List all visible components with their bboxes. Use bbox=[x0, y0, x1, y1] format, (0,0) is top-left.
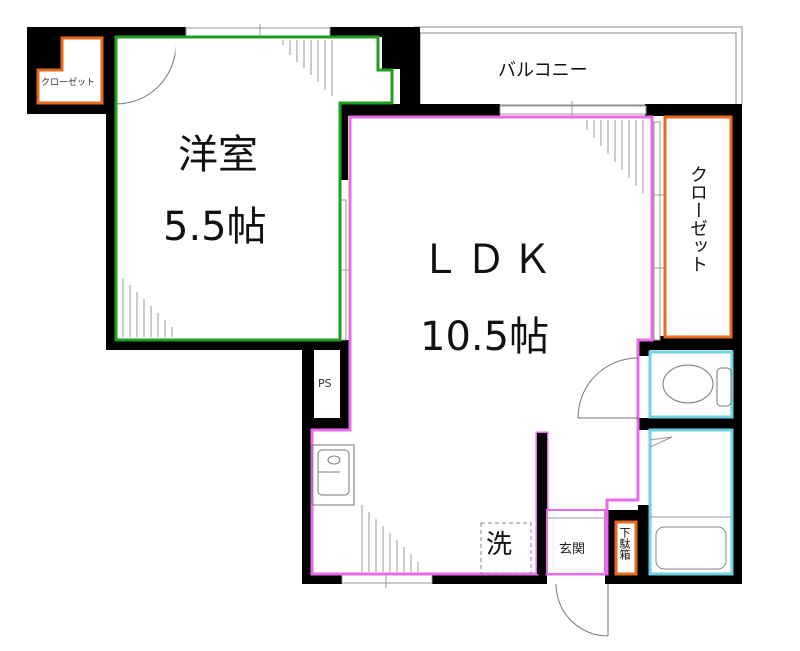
toilet-room bbox=[648, 350, 734, 419]
closet-small bbox=[36, 36, 104, 105]
kitchen-sink bbox=[311, 444, 355, 506]
western-room-name: 洋室 bbox=[178, 132, 258, 178]
ps-label: PS bbox=[318, 377, 332, 390]
ldk-size: 10.5帖 bbox=[420, 314, 550, 360]
closet-tall bbox=[663, 115, 733, 339]
shoe-box-label: 下駄箱 bbox=[618, 527, 631, 560]
western-room-size: 5.5帖 bbox=[163, 204, 267, 250]
washer-area bbox=[480, 522, 532, 574]
shoe-box bbox=[614, 520, 638, 576]
washer-label: 洗 bbox=[486, 530, 513, 560]
balcony-label: バルコニー bbox=[498, 60, 588, 81]
western-room bbox=[114, 35, 394, 342]
bathroom bbox=[648, 428, 734, 576]
closet-tall-label: クローゼット bbox=[687, 165, 708, 273]
ps-shaft bbox=[314, 350, 340, 418]
entrance-label: 玄関 bbox=[559, 542, 586, 557]
entrance bbox=[546, 509, 609, 637]
ldk-name: ＬＤＫ bbox=[420, 237, 558, 283]
closet-small-label: クローゼット bbox=[41, 78, 96, 88]
